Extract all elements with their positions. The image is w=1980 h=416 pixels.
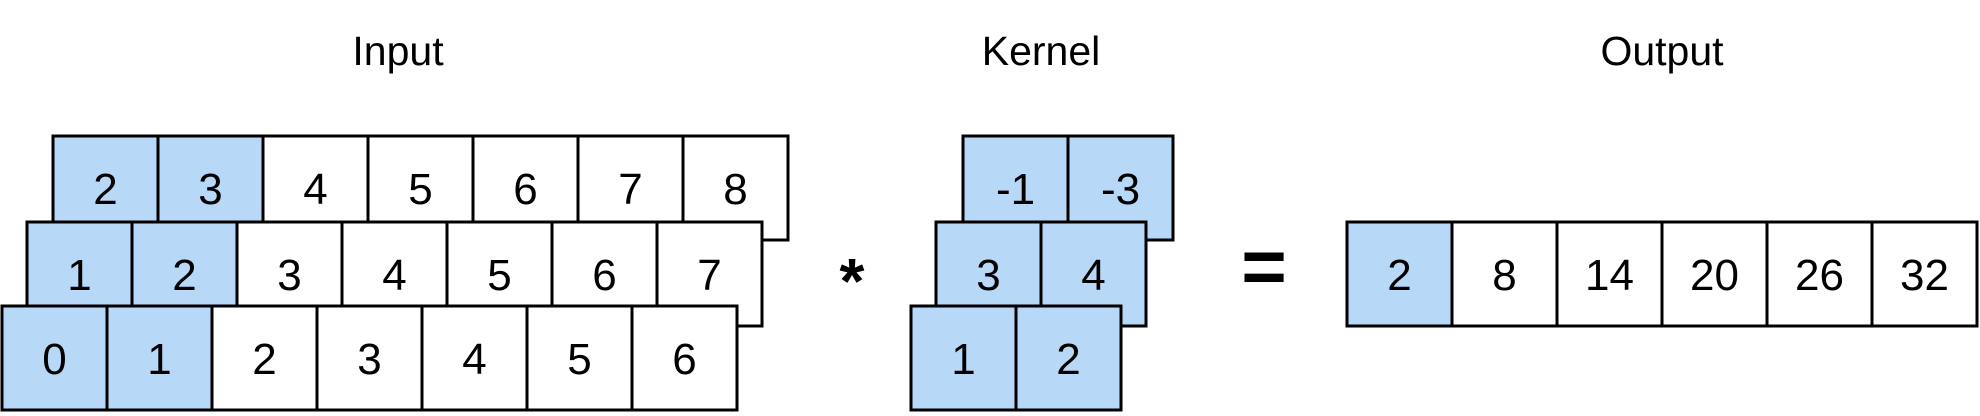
- cell-value: 32: [1900, 251, 1949, 300]
- cell-value: 14: [1585, 251, 1634, 300]
- input-heading: Input: [352, 28, 444, 74]
- output-tensor: 2 8 14 20 26 32: [1345, 220, 1979, 328]
- cell-value: 1: [951, 335, 975, 384]
- cell-value: 4: [1081, 251, 1105, 300]
- cell-value: 5: [487, 251, 511, 300]
- cell-value: 4: [462, 335, 486, 384]
- cell-value: 1: [67, 251, 91, 300]
- cell-value: 6: [592, 251, 616, 300]
- multiply-operator: *: [840, 245, 865, 317]
- highlighted-cell: [1345, 220, 1454, 328]
- highlighted-cell: [105, 304, 214, 412]
- cell-value: 8: [1492, 251, 1516, 300]
- cell: [210, 304, 319, 412]
- cell-value: 20: [1690, 251, 1739, 300]
- output-heading: Output: [1600, 28, 1724, 74]
- cell-value: 2: [1387, 251, 1411, 300]
- cell-value: 4: [303, 165, 327, 214]
- cell-value: -1: [996, 165, 1035, 214]
- output-row: 2 8 14 20 26 32: [1345, 220, 1979, 328]
- highlighted-cell: [1014, 304, 1123, 412]
- cell: [525, 304, 634, 412]
- cell-value: 7: [697, 251, 721, 300]
- cell-value: 2: [1056, 335, 1080, 384]
- cell-value: 3: [198, 165, 222, 214]
- cell-value: 5: [408, 165, 432, 214]
- cell-value: 2: [93, 165, 117, 214]
- equals-operator: =: [1241, 222, 1287, 310]
- cell-value: 0: [42, 335, 66, 384]
- cell: [630, 304, 739, 412]
- cell-value: 5: [567, 335, 591, 384]
- cell: [1765, 220, 1874, 328]
- cell-value: 6: [672, 335, 696, 384]
- cell: [1870, 220, 1979, 328]
- input-channel-0: 0 1 2 3 4 5 6: [0, 304, 739, 412]
- cell-value: 26: [1795, 251, 1844, 300]
- cell-value: 4: [382, 251, 406, 300]
- highlighted-cell: [909, 304, 1018, 412]
- kernel-heading: Kernel: [982, 28, 1101, 74]
- cell-value: 3: [976, 251, 1000, 300]
- cell-value: 2: [252, 335, 276, 384]
- cell-value: 1: [147, 335, 171, 384]
- cell: [1450, 220, 1559, 328]
- cell-value: 7: [618, 165, 642, 214]
- cell-value: 8: [723, 165, 747, 214]
- cell-value: 2: [172, 251, 196, 300]
- cell-value: 3: [277, 251, 301, 300]
- cell-value: -3: [1101, 165, 1140, 214]
- cell-value: 3: [357, 335, 381, 384]
- cell-value: 6: [513, 165, 537, 214]
- highlighted-cell: [0, 304, 109, 412]
